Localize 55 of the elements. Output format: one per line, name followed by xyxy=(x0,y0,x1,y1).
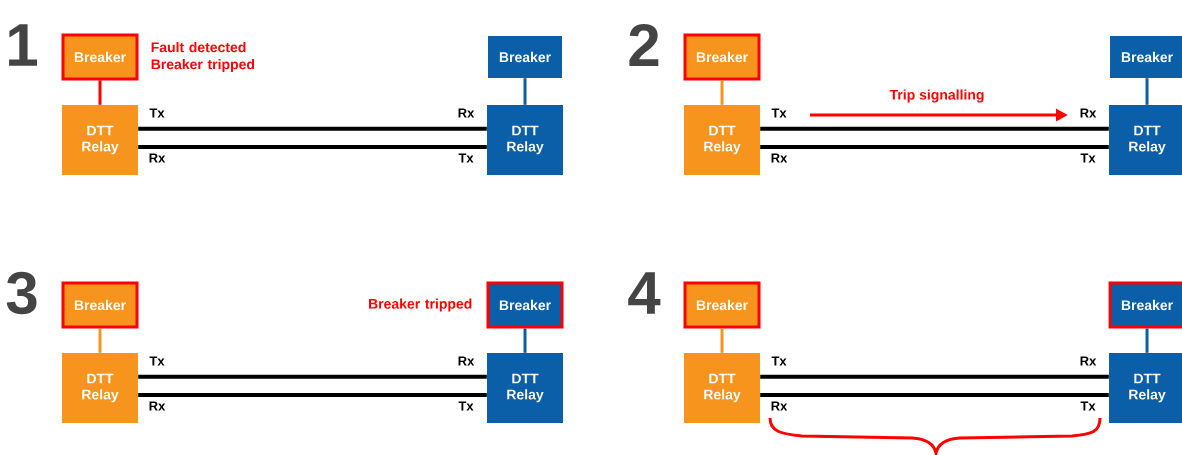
breaker-box: Breaker xyxy=(61,281,139,329)
step-number: 2 xyxy=(629,24,659,66)
relay-box: DTT Relay xyxy=(1109,353,1182,423)
step-number: 3 xyxy=(6,271,37,315)
port-label: Rx xyxy=(771,401,788,411)
port-label: Rx xyxy=(458,356,475,366)
link-line xyxy=(138,393,487,398)
port-label: Rx xyxy=(771,153,788,163)
relay-box: DTT Relay xyxy=(62,105,138,175)
connector-line xyxy=(98,328,102,353)
port-label: Tx xyxy=(771,356,787,366)
port-label: Tx xyxy=(458,401,474,411)
status-text: Breaker tripped xyxy=(369,298,472,312)
breaker-box: Breaker xyxy=(488,36,562,78)
relay-box: DTT Relay xyxy=(1109,105,1182,175)
port-label: Tx xyxy=(1080,153,1096,163)
link-line xyxy=(760,393,1109,398)
connector-line xyxy=(523,328,527,353)
port-label: Rx xyxy=(1080,356,1097,366)
breaker-box: Breaker xyxy=(1108,281,1182,329)
connector-line xyxy=(523,78,527,105)
relay-box: DTT Relay xyxy=(487,353,563,423)
connector-line xyxy=(720,80,724,105)
link-line xyxy=(760,374,1109,379)
link-line xyxy=(138,126,487,131)
signal-label: Trip signalling xyxy=(889,89,984,103)
port-label: Tx xyxy=(149,108,165,118)
connector-line xyxy=(1145,78,1149,105)
relay-box: DTT Relay xyxy=(487,105,563,175)
relay-box: DTT Relay xyxy=(684,105,760,175)
breaker-box: Breaker xyxy=(683,33,761,81)
link-line xyxy=(138,145,487,150)
breaker-box: Breaker xyxy=(486,281,564,329)
connector-line xyxy=(1145,328,1149,353)
breaker-box: Breaker xyxy=(61,33,139,81)
port-label: Rx xyxy=(1080,108,1097,118)
port-label: Tx xyxy=(771,108,787,118)
breaker-box: Breaker xyxy=(683,281,761,329)
connector-line xyxy=(720,328,724,353)
link-line xyxy=(760,145,1109,150)
step-number: 4 xyxy=(628,272,661,314)
relay-box: DTT Relay xyxy=(62,353,138,423)
link-line xyxy=(138,374,487,379)
status-text: Fault detected Breaker tripped xyxy=(151,41,255,72)
port-label: Tx xyxy=(1080,401,1096,411)
port-label: Tx xyxy=(458,153,474,163)
connector-line xyxy=(98,80,102,105)
link-line xyxy=(760,126,1109,131)
port-label: Rx xyxy=(149,401,166,411)
step-number: 1 xyxy=(9,24,37,66)
relay-box: DTT Relay xyxy=(684,353,760,423)
breaker-box: Breaker xyxy=(1110,36,1182,78)
port-label: Rx xyxy=(458,108,475,118)
port-label: Tx xyxy=(149,356,165,366)
port-label: Rx xyxy=(149,153,166,163)
